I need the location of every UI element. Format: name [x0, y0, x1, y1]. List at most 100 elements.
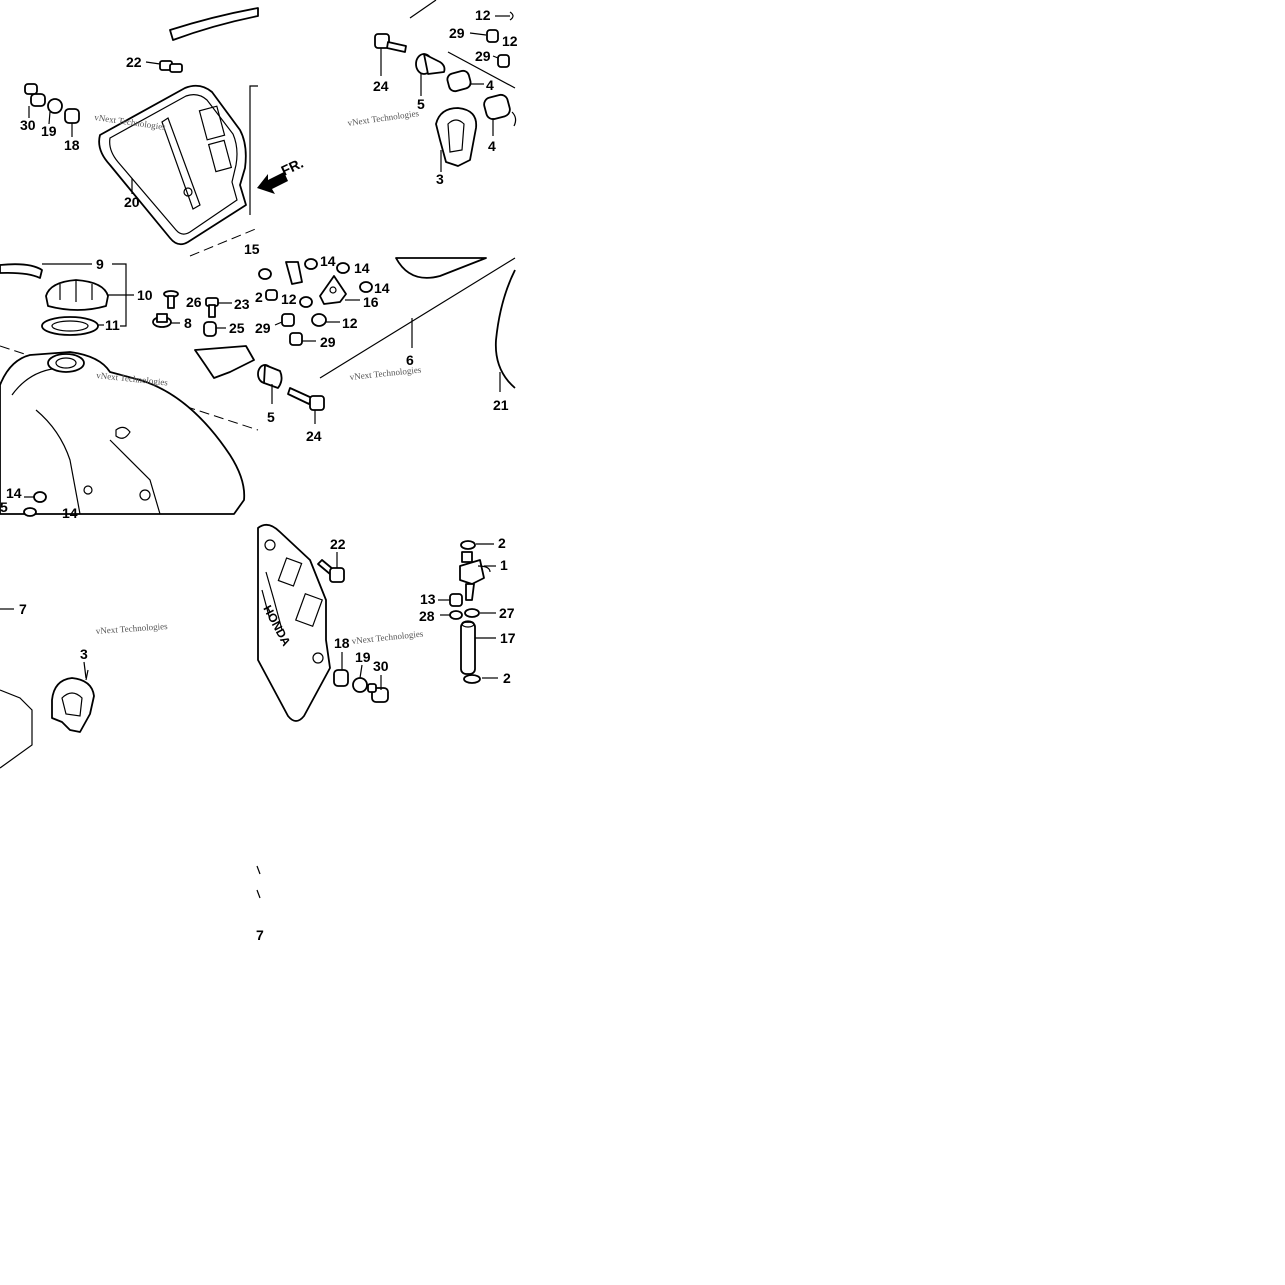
callout-label: 29: [475, 48, 491, 64]
front-direction-label: FR.: [279, 155, 306, 179]
washer-19-part: [352, 677, 368, 693]
callout-label: 14: [62, 505, 78, 521]
watermark-text: vNext Technologies: [347, 108, 420, 128]
callout-label: 12: [475, 7, 491, 23]
grommet-18-part: [64, 108, 80, 124]
callout-label: 25: [229, 320, 245, 336]
bolt-22-part: [317, 559, 345, 583]
nut-12-part: [311, 313, 327, 327]
callout-label: 24: [306, 428, 322, 444]
bracket-small-part: [285, 261, 303, 285]
callout-label: 9: [96, 256, 104, 272]
washer-14-part: [359, 281, 373, 293]
strap-3-part: [435, 107, 478, 167]
washer-14-part: [336, 262, 350, 274]
callout-label: 14: [354, 260, 370, 276]
callout-label: 15: [244, 241, 260, 257]
stray-fragments: 7: [256, 865, 264, 943]
tile-top-left: FR. 22 30 19 18 20 vNext Technologies: [20, 7, 306, 257]
bolt-30-part: [24, 83, 46, 107]
bolt-22-part: [159, 60, 183, 73]
callout-label: 28: [419, 608, 435, 624]
callout-label: 19: [41, 123, 57, 139]
callout-label: 4: [486, 77, 494, 93]
callout-label: 14: [374, 280, 390, 296]
watermark-text: vNext Technologies: [349, 364, 422, 382]
rubber-4-part: [483, 93, 511, 121]
watermark-text: vNext Technologies: [95, 621, 168, 636]
filter-13-part: [449, 593, 463, 607]
callout-label: 26: [186, 294, 202, 310]
callout-label: 21: [493, 397, 509, 413]
nut-part: [265, 289, 278, 301]
callout-label: 11: [105, 317, 120, 333]
callout-label: 27: [499, 605, 515, 621]
nut-8-part: [152, 313, 172, 328]
callout-label: 17: [500, 630, 516, 646]
callout-label: 4: [488, 138, 496, 154]
strap-3-part: [51, 669, 95, 733]
washer-part: [258, 268, 272, 280]
tile-bottom-mid: HONDA: [257, 523, 516, 722]
nut-12-part: [299, 296, 313, 308]
tile-bottom-left: 7 3 vNext Technologies: [0, 601, 168, 769]
bracket-part: [194, 345, 255, 379]
rubber-4-part: [446, 69, 472, 93]
callout-label: 16: [363, 294, 379, 310]
shroud-right-part: [257, 523, 331, 722]
washer-19-part: [47, 98, 63, 114]
callout-label: 12: [502, 33, 518, 49]
callout-label: 6: [406, 352, 414, 368]
callout-label: 3: [436, 171, 444, 187]
callout-label: 24: [373, 78, 389, 94]
callout-label: 8: [184, 315, 192, 331]
clip-27-part: [463, 674, 481, 684]
fuel-hose-part: [169, 7, 259, 41]
washer-14-part: [304, 258, 318, 270]
tile-mid-left: 9 10 11 26 23 8 25 14 5 14 vNext Technol…: [0, 256, 259, 521]
callout-label: 29: [255, 320, 271, 336]
fuel-valve-1-part: [459, 551, 491, 601]
callout-label: 3: [80, 646, 88, 662]
callout-label: 5: [0, 499, 8, 515]
gasket-11-part: [41, 316, 99, 336]
screw-26-part: [163, 290, 179, 309]
callout-label: 10: [137, 287, 153, 303]
bolt-29-part: [281, 313, 295, 327]
callout-label: 2: [503, 670, 511, 686]
collar-5-part: [257, 364, 283, 389]
callout-label: 14: [6, 485, 22, 501]
callout-label: 18: [64, 137, 80, 153]
bolt-29-part: [497, 54, 510, 68]
tile-top-mid: 12 29 12 29 24 5 4 4 3 vNext Technologie…: [347, 0, 518, 187]
tank-edge-part: [395, 257, 487, 279]
callout-label: 14: [320, 253, 336, 269]
breather-tube-9-part: [0, 263, 43, 279]
tile-mid-mid: 15 14 14 2 12 16 14 29 12 29 6 5 24 21 v…: [244, 241, 516, 444]
bolt-30-part: [367, 683, 389, 703]
callout-label: 29: [449, 25, 465, 41]
callout-label: 12: [281, 291, 297, 307]
oring-2-part: [460, 540, 476, 550]
callout-label: 1: [500, 557, 508, 573]
callout-label: 22: [330, 536, 346, 552]
callout-label: 18: [334, 635, 350, 651]
callout-label: 19: [355, 649, 371, 665]
callout-label: 5: [267, 409, 275, 425]
bolt-29-part: [289, 332, 303, 346]
bolt-24-part: [374, 33, 407, 53]
callout-label: 5: [417, 96, 425, 112]
callout-label: 23: [234, 296, 250, 312]
collar-5-part: [23, 507, 37, 517]
fuel-hose-17-part: [460, 620, 476, 675]
callout-label: 2: [498, 535, 506, 551]
callout-label: 29: [320, 334, 336, 350]
callout-label: 22: [126, 54, 142, 70]
shroud-20-part: [98, 84, 247, 246]
callout-label: 30: [20, 117, 36, 133]
oring-28-part: [449, 610, 463, 620]
fuel-cap-10-part: [45, 279, 109, 311]
callout-label: 30: [373, 658, 389, 674]
bolt-29-part: [486, 29, 499, 43]
